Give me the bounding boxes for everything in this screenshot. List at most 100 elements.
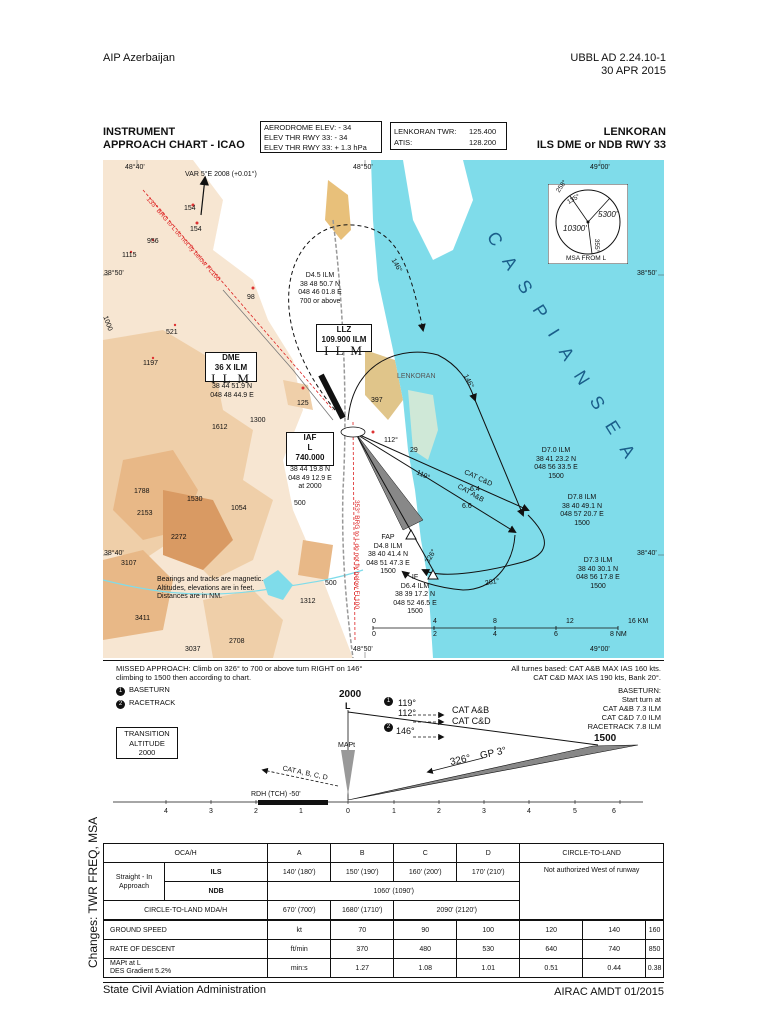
iaf-alt: at 2000 [298, 483, 322, 490]
msa-altitude-east: 5300' [598, 210, 618, 219]
ndb-label: NDB [163, 881, 269, 901]
fix-lon: 048 56 33.5 E [534, 464, 578, 471]
turns-note: All turnes based: CAT A&B MAX IAS 160 kt… [511, 664, 661, 682]
ils-label: ILS [163, 862, 269, 882]
trans-line-3: 2000 [138, 748, 156, 757]
ctl-cat-a: 670' (700') [267, 900, 332, 921]
dme-channel: 36 X ILM [214, 363, 248, 372]
title-line-1: INSTRUMENT [103, 126, 176, 138]
fix-lat: 38 48 50.7 N [299, 280, 341, 288]
mapt-value: 1.08 [393, 958, 458, 978]
ndb-symbol [340, 426, 366, 438]
document-id: UBBL AD 2.24.10-1 [570, 52, 666, 64]
ctl-header: CIRCLE-TO-LAND [519, 843, 664, 863]
fix-lat: 38 41 23.2 N [535, 455, 577, 463]
runway-33 [318, 373, 346, 420]
dme-coordinates: 38 44 51.9 N 048 48 44.9 E [198, 383, 266, 400]
fap-triangle [405, 528, 417, 540]
procedure-title: LENKORAN ILS DME or NDB RWY 33 [537, 126, 666, 152]
elev-label: 956 [147, 238, 159, 245]
mapt-label-cell: MAPt at L DES Gradient 5.2% [102, 958, 269, 978]
turn-281 [401, 534, 516, 591]
racetrack-dist: RACETRACK 7.8 ILM [587, 722, 661, 731]
fix-alt: 1500 [407, 608, 423, 615]
scale-km-4: 4 [433, 618, 437, 625]
axis-ticks [165, 800, 621, 804]
mapt-value: 0.44 [582, 958, 647, 978]
lat-label-1: 38°50' [104, 270, 124, 277]
scale-km-12: 12 [566, 618, 574, 625]
axis-label: 1 [392, 808, 396, 815]
gs-value: 90 [393, 919, 458, 940]
llz-morse: I L M [324, 343, 364, 358]
elev-label: 1300 [250, 417, 266, 424]
contour-label: 500 [325, 580, 337, 587]
trans-line-1: TRANSITION [124, 729, 170, 738]
baseturn-cd [352, 431, 530, 512]
coast-island [408, 390, 438, 460]
elev-label: 2272 [171, 534, 187, 541]
atis-label: ATIS: [394, 138, 413, 147]
dme-morse: I L M [211, 371, 251, 386]
llz-frequency: 109.900 ILM [321, 335, 367, 344]
fix-alt: 1500 [574, 519, 590, 527]
axis-label: 3 [209, 808, 213, 815]
axis-label: 0 [346, 808, 350, 815]
scale-nm-6: 6 [554, 631, 558, 638]
lat-label-3: 38°50' [637, 270, 657, 277]
gs-value: 100 [456, 919, 521, 940]
rod-label: RATE OF DESCENT [102, 939, 269, 959]
gs-value: 140 [582, 919, 647, 940]
gs-value: 120 [519, 919, 584, 940]
north-arrow [199, 175, 209, 216]
fix-lat: 38 40 41.4 N [367, 551, 409, 558]
axis-label: 4 [527, 808, 531, 815]
inbound-turn [421, 514, 545, 577]
railway [332, 219, 354, 658]
msa-diagram [548, 184, 628, 264]
scale-km-8: 8 [493, 618, 497, 625]
fix-lon: 048 51 47.3 E [366, 559, 410, 567]
llz-name: LLZ [336, 325, 352, 334]
des-gradient-label: DES Gradient 5.2% [110, 968, 172, 975]
fix-alt: 700 or above [299, 297, 341, 305]
lat-label-2: 38°40' [104, 550, 124, 557]
axis-label: 2 [437, 808, 441, 815]
mapt-unit: min:s [267, 958, 332, 978]
restricted-bearing-353 [352, 421, 356, 641]
restricted-bearing-133 [142, 189, 334, 411]
fix-lat: 38 39 17.2 N [394, 591, 436, 598]
inbound-arrow [426, 757, 484, 774]
cat-b-header: B [330, 843, 395, 863]
twr-label: LENKORAN TWR: [394, 127, 457, 136]
scale-nm-8: 8 NM [610, 631, 627, 638]
chart-type-title: INSTRUMENT APPROACH CHART - ICAO [103, 126, 245, 152]
minima-table: OCA/H A B C D CIRCLE-TO-LAND Straight - … [102, 843, 664, 978]
msa-altitude-west: 10300' [563, 224, 587, 233]
rod-value: 640 [519, 939, 584, 959]
mapt-symbol [341, 750, 355, 795]
ctl-cat-cd: 2090' (2120') [393, 900, 521, 921]
ils-cat-d: 170' (210') [456, 862, 521, 882]
ctl-note: Not authorized West of runway [519, 862, 664, 921]
cat-a-header: A [267, 843, 332, 863]
profile-rdh: RDH (TCH) -50' [251, 791, 301, 798]
elev-label: 521 [166, 329, 178, 336]
racetrack-outbound [347, 351, 477, 421]
note-altitudes: Altitudes, elevations are in feet. [157, 584, 255, 592]
trans-line-2: ALTITUDE [129, 738, 165, 748]
road [222, 289, 334, 421]
lat-label-4: 38°40' [637, 550, 657, 557]
mapt-label: MAPt at L [110, 959, 141, 967]
lon-label-4: 48°50' [353, 646, 373, 653]
profile-alt-1500: 1500 [594, 733, 617, 744]
caspian-sea [371, 160, 664, 658]
iaf-lat: 38 44 19.8 N [289, 466, 331, 473]
elev-label: 2708 [229, 638, 245, 645]
mapt-value: 0.38 [645, 958, 664, 978]
missed-approach-text: MISSED APPROACH: Climb on 326° to 700 or… [116, 664, 363, 682]
baseturn-ab [352, 431, 517, 534]
scale-nm-0: 0 [372, 631, 376, 638]
magnetic-variation: VAR 5°E 2008 (+0.01°) [185, 171, 257, 178]
